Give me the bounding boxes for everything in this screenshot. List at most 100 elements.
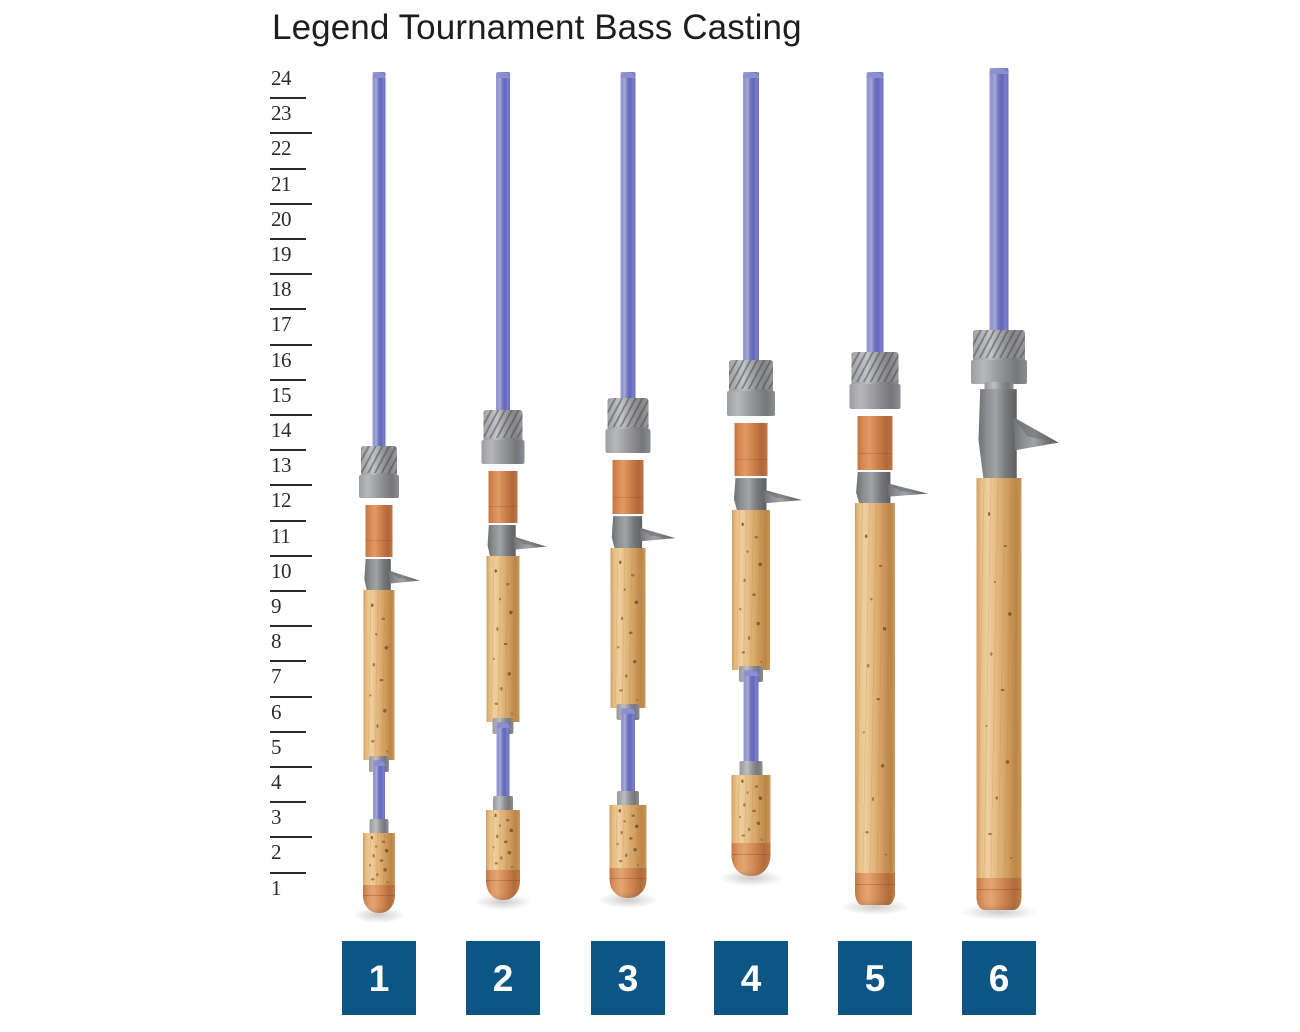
butt-ferrule-ring bbox=[739, 761, 763, 777]
ruler-mark: 2 bbox=[262, 836, 318, 871]
ruler-mark: 7 bbox=[262, 660, 318, 695]
reel-seat-collar bbox=[481, 440, 525, 464]
ruler-tick-line bbox=[270, 730, 306, 733]
rod-blank-upper bbox=[372, 72, 386, 454]
trigger-grip-icon bbox=[975, 384, 1062, 486]
butt-ferrule-ring bbox=[493, 796, 513, 812]
rod-badge-3[interactable]: 3 bbox=[591, 941, 665, 1015]
reel-seat-collar bbox=[849, 384, 901, 409]
ruler-tick-label: 19 bbox=[271, 242, 292, 266]
rod-blank-mid bbox=[496, 722, 510, 806]
ruler-tick-label: 12 bbox=[271, 488, 292, 513]
ruler-tick-label: 9 bbox=[271, 594, 282, 618]
ruler-tick-line bbox=[270, 766, 312, 768]
ruler-tick-line bbox=[270, 484, 312, 487]
butt-ferrule-ring bbox=[369, 819, 389, 835]
ruler-mark: 23 bbox=[262, 97, 318, 132]
ruler-tick-label: 4 bbox=[271, 770, 282, 794]
ruler-tick-label: 21 bbox=[271, 171, 292, 196]
trigger-grip-icon bbox=[362, 557, 422, 598]
ruler-mark: 3 bbox=[262, 801, 318, 836]
ruler-tick-line bbox=[270, 625, 312, 628]
ruler-tick-label: 16 bbox=[271, 347, 292, 372]
ruler-tick-label: 23 bbox=[271, 101, 292, 126]
rod-badge-6[interactable]: 6 bbox=[962, 941, 1036, 1015]
fore-grip-band bbox=[612, 460, 644, 514]
ruler-mark: 6 bbox=[262, 695, 318, 731]
ruler-mark: 13 bbox=[262, 449, 318, 484]
ruler-mark: 12 bbox=[262, 484, 318, 519]
ruler-tick-label: 10 bbox=[271, 558, 292, 583]
reel-seat-knurling bbox=[729, 360, 773, 389]
ruler-mark: 19 bbox=[262, 238, 318, 273]
ruler-tick-line bbox=[270, 695, 312, 698]
cork-grip bbox=[855, 503, 895, 873]
ruler-tick-line bbox=[270, 519, 306, 522]
ruler-mark: 10 bbox=[262, 554, 318, 590]
rod-blank-upper bbox=[866, 72, 884, 360]
reel-seat-knurling bbox=[361, 446, 397, 473]
trigger-grip-icon bbox=[731, 476, 805, 518]
ruler-mark: 22 bbox=[262, 132, 318, 167]
ruler-mark: 8 bbox=[262, 625, 318, 660]
ruler-tick-line bbox=[270, 801, 306, 804]
ruler-mark: 1 bbox=[262, 871, 318, 907]
ruler-mark: 4 bbox=[262, 766, 318, 801]
rod-badge-1[interactable]: 1 bbox=[342, 941, 416, 1015]
butt-cork-grip bbox=[731, 775, 771, 843]
ruler-mark: 18 bbox=[262, 273, 318, 308]
reel-seat-knurling bbox=[607, 398, 649, 427]
ruler-tick-label: 5 bbox=[271, 734, 282, 759]
butt-cap bbox=[976, 878, 1022, 910]
rod-blank-mid bbox=[373, 760, 385, 830]
reel-seat-knurling bbox=[851, 352, 899, 382]
rod-badge-5[interactable]: 5 bbox=[838, 941, 912, 1015]
ruler-tick-label: 14 bbox=[271, 418, 292, 442]
butt-cork-grip bbox=[363, 833, 395, 885]
cork-grip bbox=[486, 556, 520, 722]
ruler-tick-line bbox=[270, 449, 306, 452]
reel-seat-knurling bbox=[483, 410, 523, 438]
ruler-tick-line bbox=[270, 378, 306, 381]
reel-seat-collar bbox=[359, 475, 399, 498]
reel-seat bbox=[359, 446, 399, 498]
ruler-tick-line bbox=[270, 871, 306, 874]
ruler-tick-line bbox=[270, 308, 306, 311]
page-title: Legend Tournament Bass Casting bbox=[272, 8, 802, 47]
butt-cork-grip bbox=[609, 805, 647, 868]
ruler-tick-line bbox=[270, 132, 312, 135]
ruler-tick-label: 11 bbox=[271, 523, 291, 548]
rod-blank-upper bbox=[743, 72, 759, 368]
ruler-tick-label: 22 bbox=[271, 136, 292, 161]
drop-shadow bbox=[719, 870, 783, 886]
trigger-grip-icon bbox=[609, 514, 678, 556]
ruler-tick-label: 8 bbox=[271, 629, 282, 654]
ruler-mark: 17 bbox=[262, 308, 318, 343]
rod-badge-4[interactable]: 4 bbox=[714, 941, 788, 1015]
butt-cap bbox=[609, 868, 647, 898]
reel-seat bbox=[849, 352, 901, 409]
ruler-mark: 16 bbox=[262, 343, 318, 379]
rod-blank-mid bbox=[621, 708, 635, 800]
rod-badge-2[interactable]: 2 bbox=[466, 941, 540, 1015]
ruler-tick-label: 13 bbox=[271, 453, 292, 478]
ruler-tick-line bbox=[270, 202, 312, 205]
butt-cap bbox=[486, 870, 520, 900]
butt-ferrule-ring bbox=[617, 791, 639, 807]
ruler-tick-label: 2 bbox=[271, 840, 282, 865]
ruler-tick-line bbox=[270, 590, 306, 592]
ruler-tick-line bbox=[270, 414, 312, 416]
ruler-tick-line bbox=[270, 554, 312, 557]
ruler-tick-label: 7 bbox=[271, 664, 282, 689]
trigger-grip-icon bbox=[853, 470, 931, 511]
reel-seat bbox=[481, 410, 525, 464]
drop-shadow bbox=[475, 894, 531, 910]
reel-seat-collar bbox=[605, 429, 651, 453]
reel-seat-knurling bbox=[973, 330, 1025, 358]
ruler-tick-label: 15 bbox=[271, 382, 292, 407]
reel-seat-collar bbox=[971, 360, 1027, 384]
cork-grip bbox=[976, 478, 1022, 878]
rod-blank-mid bbox=[743, 670, 759, 770]
butt-cap bbox=[855, 873, 895, 905]
